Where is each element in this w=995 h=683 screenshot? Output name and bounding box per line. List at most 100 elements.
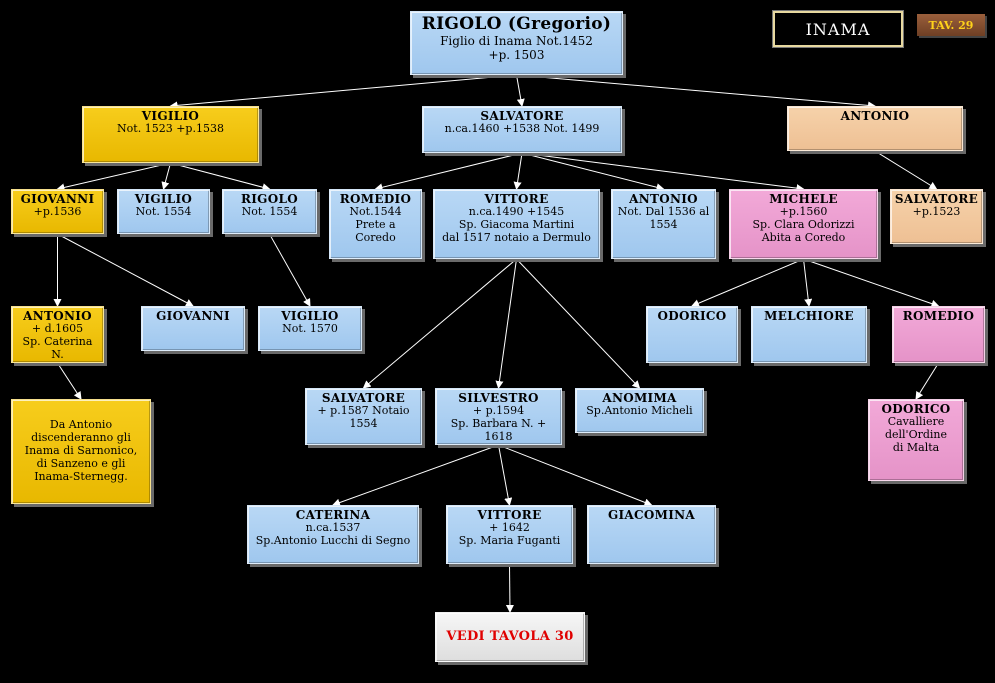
- person-detail-line: Sp. Giacoma Martini: [458, 218, 575, 232]
- person-detail-line: Not. Dal 1536 al: [617, 205, 710, 219]
- edge-michele-to-romedio-2: [803, 258, 940, 308]
- person-detail-line: Not. 1570: [282, 322, 338, 336]
- person-name: CATERINA: [295, 508, 371, 522]
- person-detail-line: Figlio di Inama Not.1452: [440, 34, 593, 49]
- person-detail-line: discenderanno gli: [31, 431, 131, 445]
- person-box-rigolo-gregorio: RIGOLO (Gregorio)Figlio di Inama Not.145…: [410, 11, 623, 75]
- edge-vigilio-1-to-vigilio-2: [161, 162, 171, 190]
- person-detail-line: + p.1594: [472, 404, 525, 418]
- person-name: VIGILIO: [141, 109, 200, 123]
- edge-vittore-1-to-salvatore-3: [362, 258, 517, 389]
- edge-salvatore-1-to-antonio-2: [521, 152, 665, 192]
- person-name: GIOVANNI: [20, 192, 95, 206]
- person-detail-line: Sp. Clara Odorizzi: [752, 218, 855, 232]
- person-box-vedi-tavola[interactable]: VEDI TAVOLA 30: [435, 612, 585, 662]
- person-detail-line: +p.1523: [912, 205, 961, 219]
- person-detail-line: + p.1587 Notaio: [317, 404, 410, 418]
- person-detail-line: 1554: [649, 218, 678, 232]
- family-title-box: INAMA: [772, 10, 904, 48]
- edge-salvatore-1-to-romedio-1: [374, 152, 523, 192]
- person-name: GIOVANNI: [156, 309, 230, 323]
- person-name: RIGOLO (Gregorio): [421, 14, 612, 34]
- person-detail-line: Sp. Barbara N. + 1618: [450, 417, 547, 444]
- person-box-giovanni-1: GIOVANNI+p.1536: [11, 189, 104, 234]
- person-name: ROMEDIO: [339, 192, 412, 206]
- person-name: GIACOMINA: [607, 508, 696, 522]
- person-detail-line: Sp.Antonio Micheli: [586, 404, 693, 418]
- person-detail-line: Not. 1554: [135, 205, 192, 219]
- person-box-salvatore-2: SALVATORE+p.1523: [890, 189, 983, 244]
- person-name: VITTORE: [484, 192, 549, 206]
- person-detail-line: Sp. Caterina N.: [22, 335, 93, 362]
- person-detail-line: Inama-Sternegg.: [34, 469, 128, 483]
- person-detail-line: Sp.Antonio Lucchi di Segno: [255, 534, 411, 548]
- person-box-melchiore: MELCHIORE: [751, 306, 867, 363]
- person-detail-line: n.ca.1537: [305, 521, 361, 535]
- person-box-giovanni-2: GIOVANNI: [141, 306, 245, 351]
- person-name: ANOMIMA: [602, 391, 677, 405]
- edge-vigilio-1-to-rigolo-2: [170, 162, 271, 192]
- edge-rigolo-gregorio-to-antonio-1: [516, 74, 876, 110]
- person-detail-line: +p.1536: [33, 205, 82, 219]
- edge-michele-to-melchiore: [803, 258, 813, 307]
- person-name: RIGOLO: [241, 192, 298, 206]
- person-detail-line: dal 1517 notaio a Dermulo: [442, 231, 591, 245]
- person-box-giacomina: GIACOMINA: [587, 505, 716, 564]
- person-detail-line: n.ca.1460 +1538 Not. 1499: [444, 122, 600, 136]
- person-name: VITTORE: [477, 508, 542, 522]
- person-box-romedio-2: ROMEDIO: [892, 306, 985, 363]
- person-detail-line: Inama di Sarnonico,: [24, 444, 138, 458]
- person-detail-line: di Sanzeno e gli: [36, 456, 126, 470]
- person-name: ANTONIO: [840, 109, 910, 123]
- edge-antonio-1-to-salvatore-2: [874, 150, 938, 190]
- edge-giovanni-1-to-giovanni-2: [57, 233, 194, 307]
- edge-michele-to-odorico-1: [691, 258, 804, 307]
- person-detail-line: Sp. Maria Fuganti: [458, 534, 561, 548]
- person-name: MELCHIORE: [764, 309, 854, 323]
- edge-vittore-1-to-silvestro: [495, 258, 517, 389]
- person-detail-line: 1554: [349, 417, 378, 431]
- edge-antonio-3-to-antonio-note: [57, 362, 82, 400]
- person-name: VIGILIO: [281, 309, 339, 323]
- person-detail-line: Not. 1523 +p.1538: [117, 122, 224, 136]
- edge-romedio-2-to-odorico-2: [915, 362, 939, 400]
- edge-salvatore-1-to-michele: [521, 152, 805, 193]
- edge-vittore-1-to-anomima: [516, 258, 641, 389]
- person-box-antonio-1: ANTONIO: [787, 106, 963, 151]
- person-name: SALVATORE: [894, 192, 979, 206]
- person-detail-line: Cavalliere: [887, 415, 945, 429]
- person-detail-line: Prete a: [355, 218, 396, 232]
- person-name: VIGILIO: [134, 192, 193, 206]
- edge-rigolo-2-to-vigilio-3: [269, 233, 311, 307]
- person-detail-line: Coredo: [355, 231, 396, 245]
- edge-rigolo-gregorio-to-vigilio-1: [169, 74, 517, 110]
- person-detail-line: Da Antonio: [49, 418, 113, 432]
- person-name: SILVESTRO: [458, 391, 539, 405]
- person-detail-line: dell'Ordine: [884, 428, 948, 442]
- edge-silvestro-to-giacomina: [498, 444, 653, 507]
- person-name: MICHELE: [769, 192, 838, 206]
- table-number-badge[interactable]: TAV. 29: [917, 14, 985, 36]
- person-detail-line: + d.1605: [31, 322, 84, 336]
- person-name: ANTONIO: [23, 309, 92, 323]
- person-detail-line: n.ca.1490 +1545: [468, 205, 565, 219]
- person-detail-line: Abita a Coredo: [761, 231, 846, 245]
- person-name: ROMEDIO: [902, 309, 975, 323]
- edge-vigilio-1-to-giovanni-1: [56, 162, 171, 192]
- person-detail-line: +p. 1503: [488, 48, 545, 63]
- person-name: SALVATORE: [321, 391, 406, 405]
